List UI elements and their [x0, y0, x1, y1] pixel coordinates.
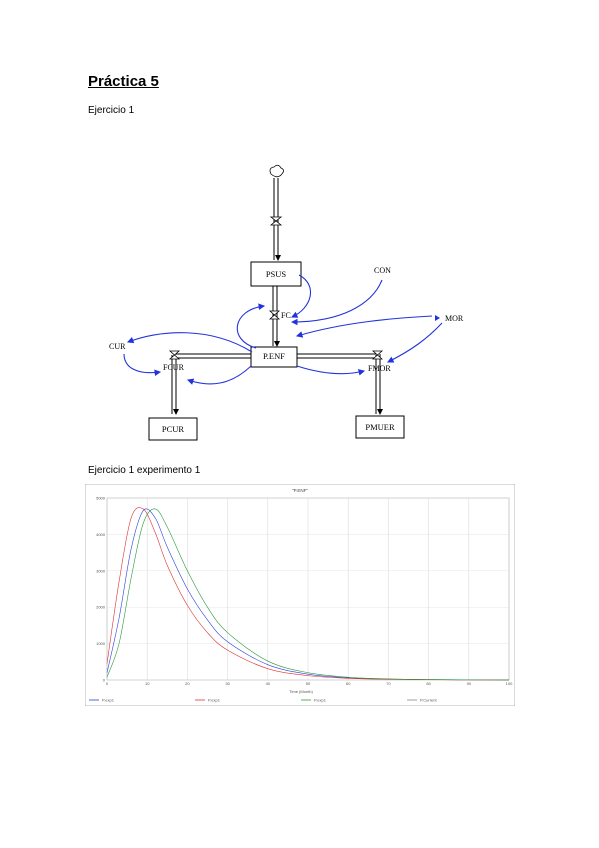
x-tick-label: 90 [467, 681, 472, 686]
x-tick-label: 10 [145, 681, 150, 686]
x-tick-label: 40 [266, 681, 271, 686]
stock-pmuer [355, 415, 405, 439]
y-tick-label: 1000 [96, 641, 106, 646]
x-tick-label: 0 [106, 681, 109, 686]
stock-pcur-label: PCUR [162, 424, 185, 434]
y-tick-labels: 0 1000 2000 3000 4000 5000 [96, 496, 106, 683]
x-tick-label: 60 [346, 681, 351, 686]
x-axis-label: Time (Month) [289, 689, 313, 694]
y-tick-label: 3000 [96, 568, 106, 573]
valve-icon [168, 350, 181, 360]
link-con-fc [290, 279, 383, 326]
x-tick-labels: 0 10 20 30 40 50 60 70 80 90 100 [106, 681, 513, 686]
valve-icon [371, 350, 384, 360]
legend-entry: P.Current [420, 698, 437, 703]
link-penf-cur [126, 332, 253, 353]
link-cur-fcur [123, 353, 162, 377]
link-penf-fcur [186, 365, 252, 385]
legend-entry: P.exp1 [102, 698, 115, 703]
stock-psus [250, 261, 302, 287]
stock-pcur [148, 417, 198, 441]
y-tick-label: 4000 [96, 532, 106, 537]
legend-entry: P.exp1 [208, 698, 221, 703]
chart-grid [106, 497, 510, 681]
x-tick-label: 30 [225, 681, 230, 686]
flow-fc-label: FC [281, 311, 291, 320]
x-tick-label: 80 [426, 681, 431, 686]
legend-entry: P.exp1 [314, 698, 327, 703]
link-mor-fmor [387, 322, 443, 363]
aux-con-label: CON [374, 266, 391, 275]
penf-line-chart: "P.ENF" 0 1000 2000 3000 4000 5000 0 10 20 30 40 5… [85, 484, 515, 706]
x-tick-label: 20 [185, 681, 190, 686]
link-mor-fc [295, 315, 433, 338]
chart-title: "P.ENF" [292, 488, 308, 493]
cloud-source-icon [269, 164, 284, 178]
series-line-2 [106, 508, 510, 681]
link-psus-fc [290, 274, 312, 318]
aux-cur-label: CUR [109, 342, 126, 351]
y-tick-label: 2000 [96, 605, 106, 610]
flow-fmor-label: FMOR [368, 364, 391, 373]
stock-psus-label: PSUS [266, 269, 287, 279]
y-tick-label: 5000 [96, 496, 106, 501]
chart-series [106, 507, 510, 681]
link-penf-fc [236, 303, 266, 349]
flow-fcur-label: FCUR [163, 363, 185, 372]
page-title: Práctica 5 [88, 73, 159, 90]
valve-icon [268, 310, 281, 320]
stock-flow-diagram: PSUS FC P.ENF FCUR FMOR PCUR PMUER CON M… [109, 164, 464, 441]
y-tick-label: 0 [103, 678, 106, 683]
exercise-heading: Ejercicio 1 [88, 105, 135, 116]
aux-mor-label: MOR [445, 314, 464, 323]
stock-penf-label: P.ENF [263, 351, 285, 361]
valve-icon [269, 216, 283, 226]
stock-pmuer-label: PMUER [365, 422, 395, 432]
x-tick-label: 70 [386, 681, 391, 686]
x-tick-label: 50 [306, 681, 311, 686]
stock-penf [250, 346, 298, 368]
chart-legend: P.exp1 P.exp1 P.exp1 P.Current [89, 698, 437, 703]
link-penf-fmor [296, 365, 366, 376]
experiment-heading: Ejercicio 1 experimento 1 [88, 465, 201, 476]
x-tick-label: 100 [506, 681, 513, 686]
